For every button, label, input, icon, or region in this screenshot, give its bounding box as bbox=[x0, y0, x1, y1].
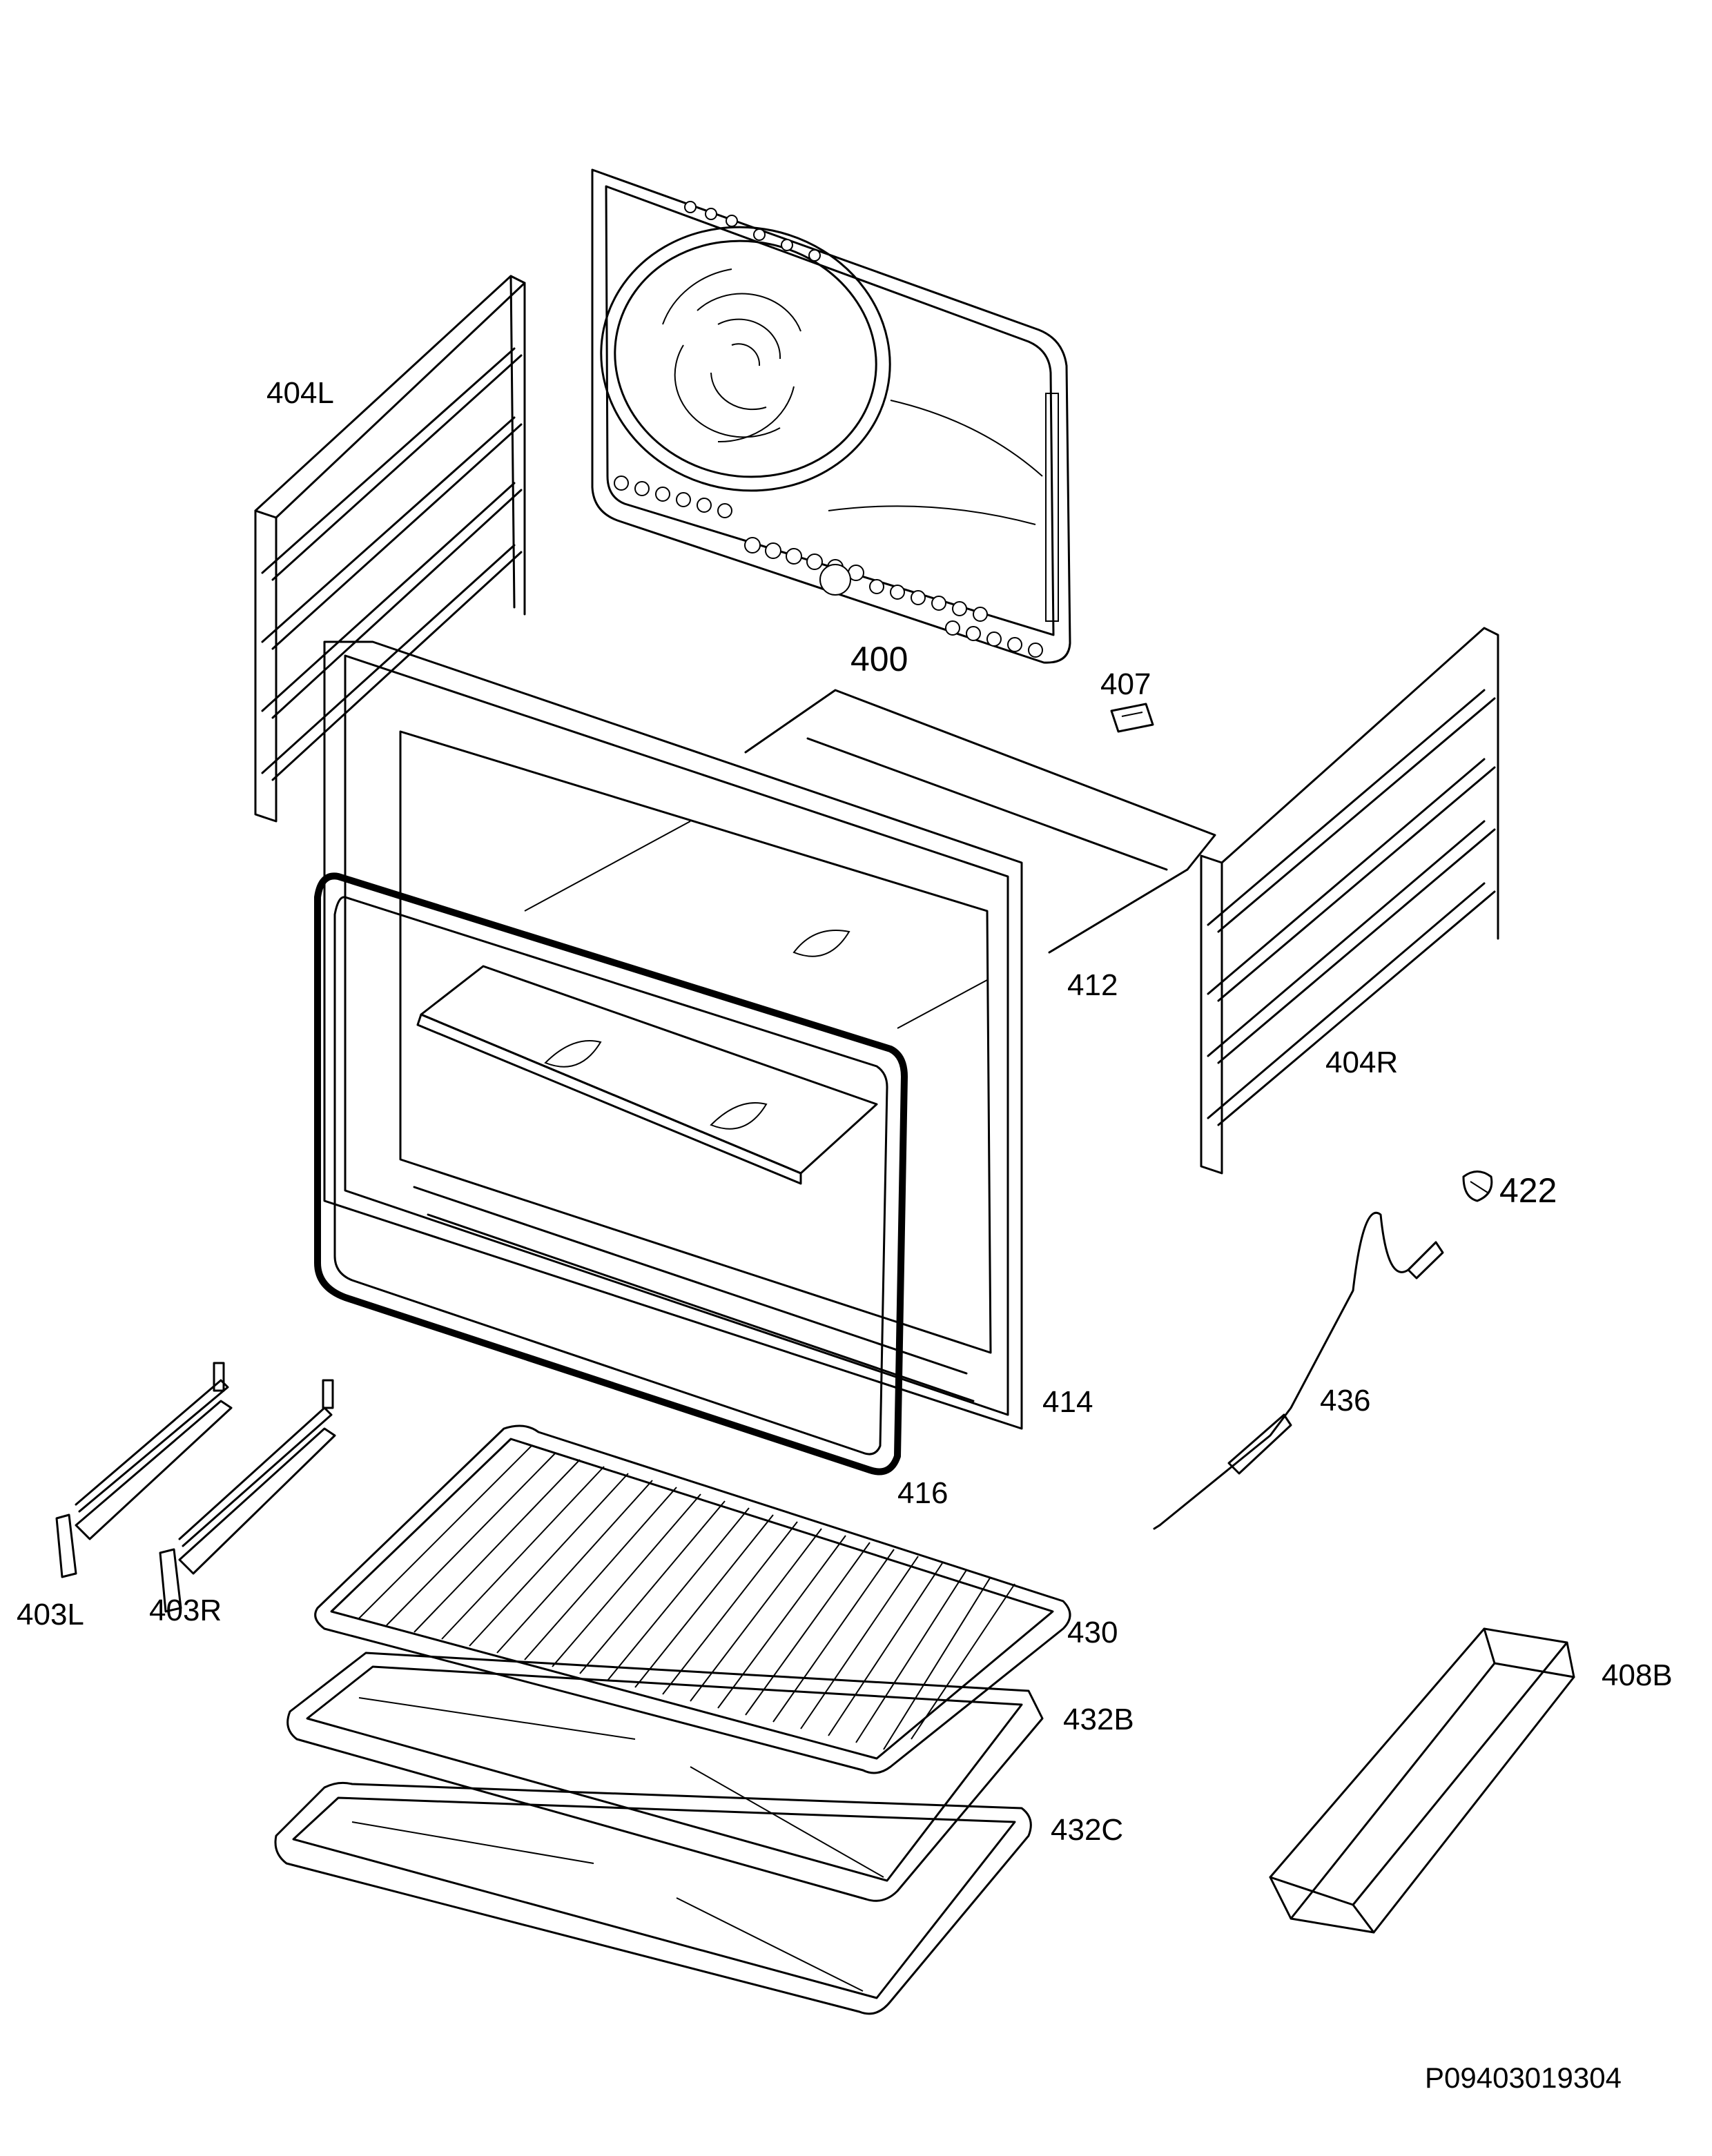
label-404R: 404R bbox=[1325, 1046, 1399, 1079]
part-407-clip bbox=[1110, 703, 1154, 733]
part-404R-right-shelf-support bbox=[1200, 627, 1499, 1175]
part-422-lamp-clip bbox=[1462, 1170, 1493, 1202]
part-416-door-gasket bbox=[314, 872, 908, 1476]
part-inner-shelf bbox=[416, 965, 878, 1185]
label-403R: 403R bbox=[149, 1594, 222, 1627]
part-408B-drip-channel bbox=[1269, 1627, 1575, 1934]
part-430-wire-shelf bbox=[314, 1424, 1071, 1774]
label-414: 414 bbox=[1042, 1385, 1093, 1419]
part-400-rear-panel bbox=[591, 168, 1071, 664]
part-432B-tray bbox=[286, 1652, 1044, 1902]
drawing-number: P09403019304 bbox=[1425, 2061, 1622, 2094]
label-422: 422 bbox=[1499, 1171, 1557, 1210]
label-432C: 432C bbox=[1051, 1813, 1124, 1847]
label-408B: 408B bbox=[1602, 1658, 1673, 1692]
label-416: 416 bbox=[897, 1476, 949, 1510]
part-403R-telescopic-runner bbox=[159, 1379, 336, 1613]
label-432B: 432B bbox=[1063, 1703, 1134, 1736]
label-412: 412 bbox=[1067, 968, 1118, 1002]
label-436: 436 bbox=[1320, 1384, 1371, 1418]
label-403L: 403L bbox=[17, 1598, 84, 1631]
label-400: 400 bbox=[850, 640, 908, 678]
label-407: 407 bbox=[1100, 667, 1151, 701]
label-430: 430 bbox=[1067, 1616, 1118, 1649]
part-403L-telescopic-runner bbox=[55, 1362, 233, 1578]
label-404L: 404L bbox=[266, 376, 334, 410]
part-432C-deep-tray bbox=[274, 1781, 1032, 2015]
part-436-meat-probe bbox=[1153, 1211, 1444, 1530]
part-404L-left-shelf-support bbox=[254, 275, 526, 823]
part-414-oven-cavity bbox=[323, 640, 1216, 1430]
